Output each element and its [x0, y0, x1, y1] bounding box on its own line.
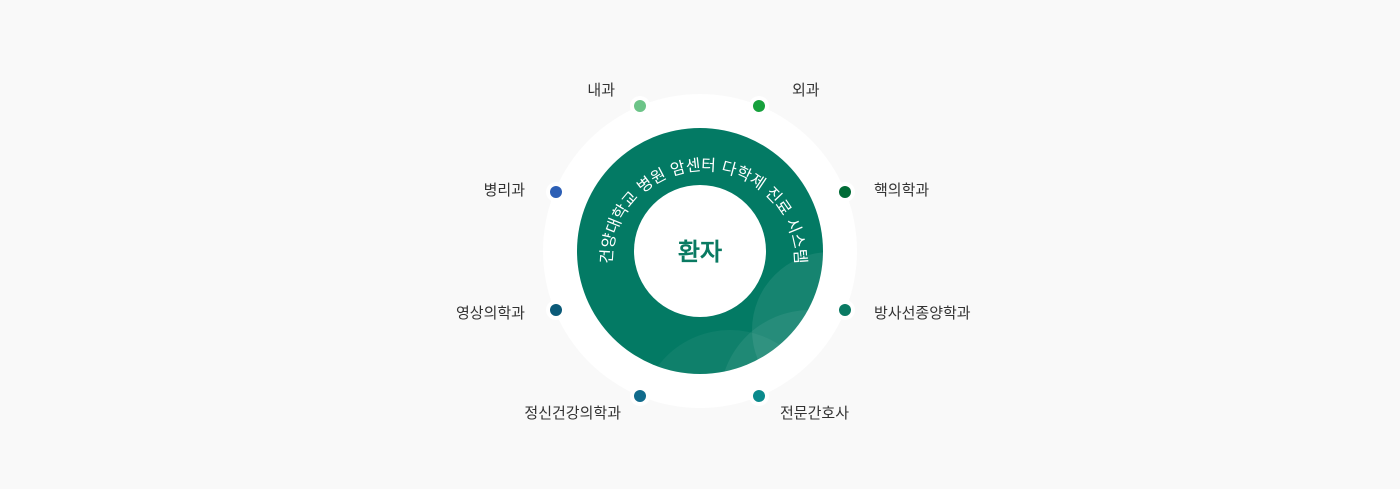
- center-circle: [634, 185, 766, 317]
- dept-label-nuclear-medicine: 핵의학과: [874, 181, 930, 199]
- dept-dot: [753, 100, 765, 112]
- dept-dot: [550, 304, 562, 316]
- dept-dot: [634, 100, 646, 112]
- dept-label-nurse-specialist: 전문간호사: [780, 404, 850, 422]
- dept-label-radiology: 영상의학과: [455, 304, 525, 322]
- dept-label-internal-medicine: 내과: [587, 81, 615, 99]
- dept-label-radiation-oncology: 방사선종양학과: [874, 304, 971, 322]
- center-label: 환자: [678, 238, 722, 266]
- dept-dot: [634, 390, 646, 402]
- dept-dot: [550, 186, 562, 198]
- dept-label-pathology: 병리과: [483, 181, 525, 199]
- dept-dot: [753, 390, 765, 402]
- dept-label-psychiatry: 정신건강의학과: [524, 404, 621, 422]
- dept-dot: [839, 186, 851, 198]
- dept-label-surgery: 외과: [792, 81, 820, 99]
- dept-dot: [839, 304, 851, 316]
